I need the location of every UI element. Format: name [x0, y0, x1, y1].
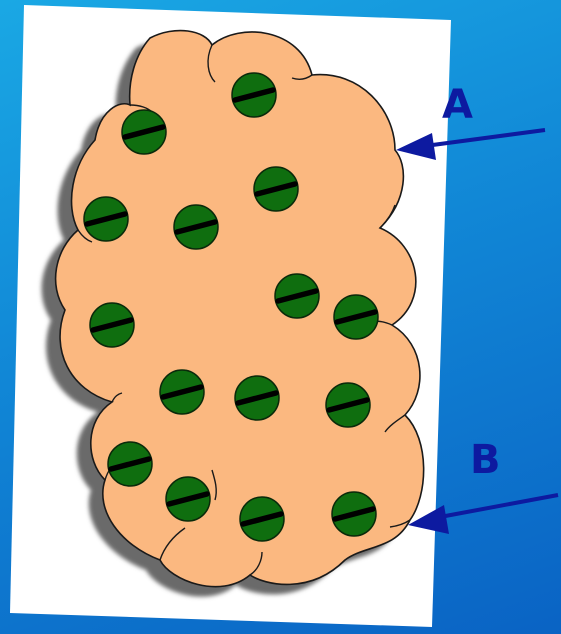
particle-icon: [107, 441, 153, 487]
arrow-b-shaft: [439, 493, 559, 519]
particle-icon: [325, 382, 371, 428]
particle-icon: [121, 109, 167, 155]
arrow-a-head: [396, 133, 436, 160]
particle-icon: [239, 496, 285, 542]
arrow-b-head: [408, 505, 449, 534]
particle-icon: [173, 204, 219, 250]
particle-icon: [274, 273, 320, 319]
particle-icon: [165, 476, 211, 522]
label-b: B: [470, 437, 501, 483]
particle-icon: [89, 302, 135, 348]
arrow-a-shaft: [424, 128, 546, 148]
particle-icon: [253, 166, 299, 212]
cell-body: [54, 29, 425, 588]
particle-icon: [231, 72, 277, 118]
particle-icon: [333, 294, 379, 340]
arrow-a: [396, 128, 546, 160]
particle-icon: [234, 375, 280, 421]
particle-icon: [159, 369, 205, 415]
cell-lobe-lines: [77, 44, 411, 576]
particle-icon: [331, 491, 377, 537]
label-a: A: [442, 82, 473, 128]
arrow-b: [408, 493, 559, 534]
particle-group: [83, 72, 379, 542]
particle-icon: [83, 196, 129, 242]
